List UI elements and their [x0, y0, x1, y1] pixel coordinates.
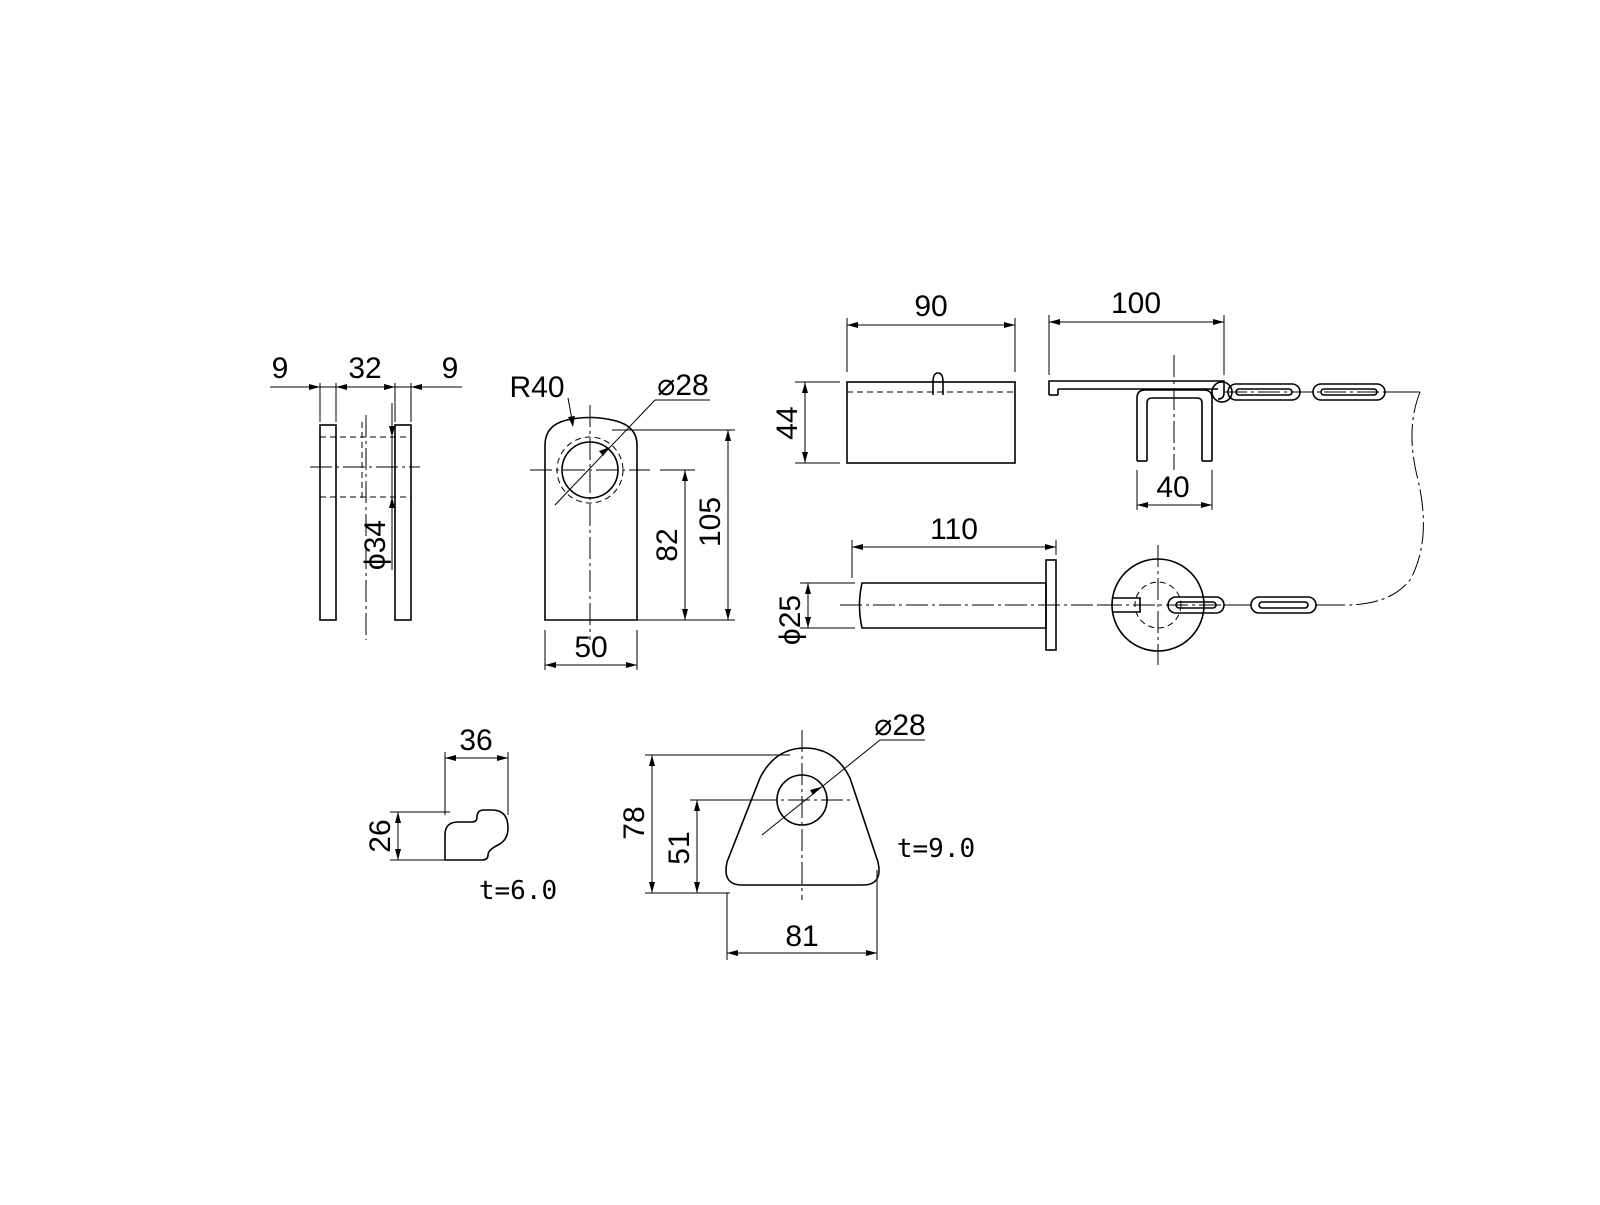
lug-thickness: t=9.0 [897, 834, 975, 864]
chain-link [1250, 596, 1317, 614]
staple-length: 100 [1111, 287, 1161, 320]
clevis-total-height: 105 [694, 497, 727, 547]
staple-view: 100 40 [1048, 287, 1420, 510]
block-height: 44 [771, 406, 804, 439]
clip-view: 36 26 t=6.0 [364, 724, 557, 906]
clevis-bore-diameter: ϕ34 [359, 520, 392, 570]
clevis-hole-diameter: ⌀28 [657, 369, 708, 402]
staple-inner-width: 40 [1156, 471, 1189, 504]
clevis-width: 50 [574, 631, 607, 664]
clevis-front-view: R40 ⌀28 82 105 50 [509, 369, 735, 670]
pin-length: 110 [930, 513, 978, 546]
clevis-center-height: 82 [651, 528, 684, 561]
pin-shaft [858, 582, 1047, 629]
clip-outline [444, 809, 509, 861]
clevis-right-plate [394, 424, 412, 621]
clevis-gap-width: 32 [348, 352, 381, 385]
clevis-plate-width-right: 9 [442, 352, 459, 385]
clip-width: 36 [459, 724, 492, 757]
pin-diameter: ϕ25 [774, 595, 807, 645]
lug-center-height: 51 [663, 831, 696, 864]
block-view: 90 44 [771, 290, 1016, 464]
lug-view: ⌀28 78 51 81 t=9.0 [618, 709, 975, 960]
block-width: 90 [914, 290, 947, 323]
clevis-left-plate [319, 424, 337, 621]
clevis-plate-width-left: 9 [272, 352, 289, 385]
clip-thickness: t=6.0 [479, 876, 557, 906]
clevis-top-radius: R40 [509, 371, 564, 404]
clevis-side-view: 9 32 9 ϕ34 [270, 352, 462, 640]
block-outline [846, 381, 1016, 464]
block-pin-slot [932, 372, 944, 395]
chain-break-line [1344, 391, 1424, 606]
clip-height: 26 [364, 819, 397, 852]
lug-outline [725, 747, 880, 886]
lug-hole-diameter: ⌀28 [874, 709, 925, 742]
clevis-plate-outline [544, 416, 638, 621]
lug-height: 78 [618, 806, 651, 839]
lug-width: 81 [785, 920, 818, 953]
pin-view: 110 ϕ25 [774, 513, 1345, 665]
